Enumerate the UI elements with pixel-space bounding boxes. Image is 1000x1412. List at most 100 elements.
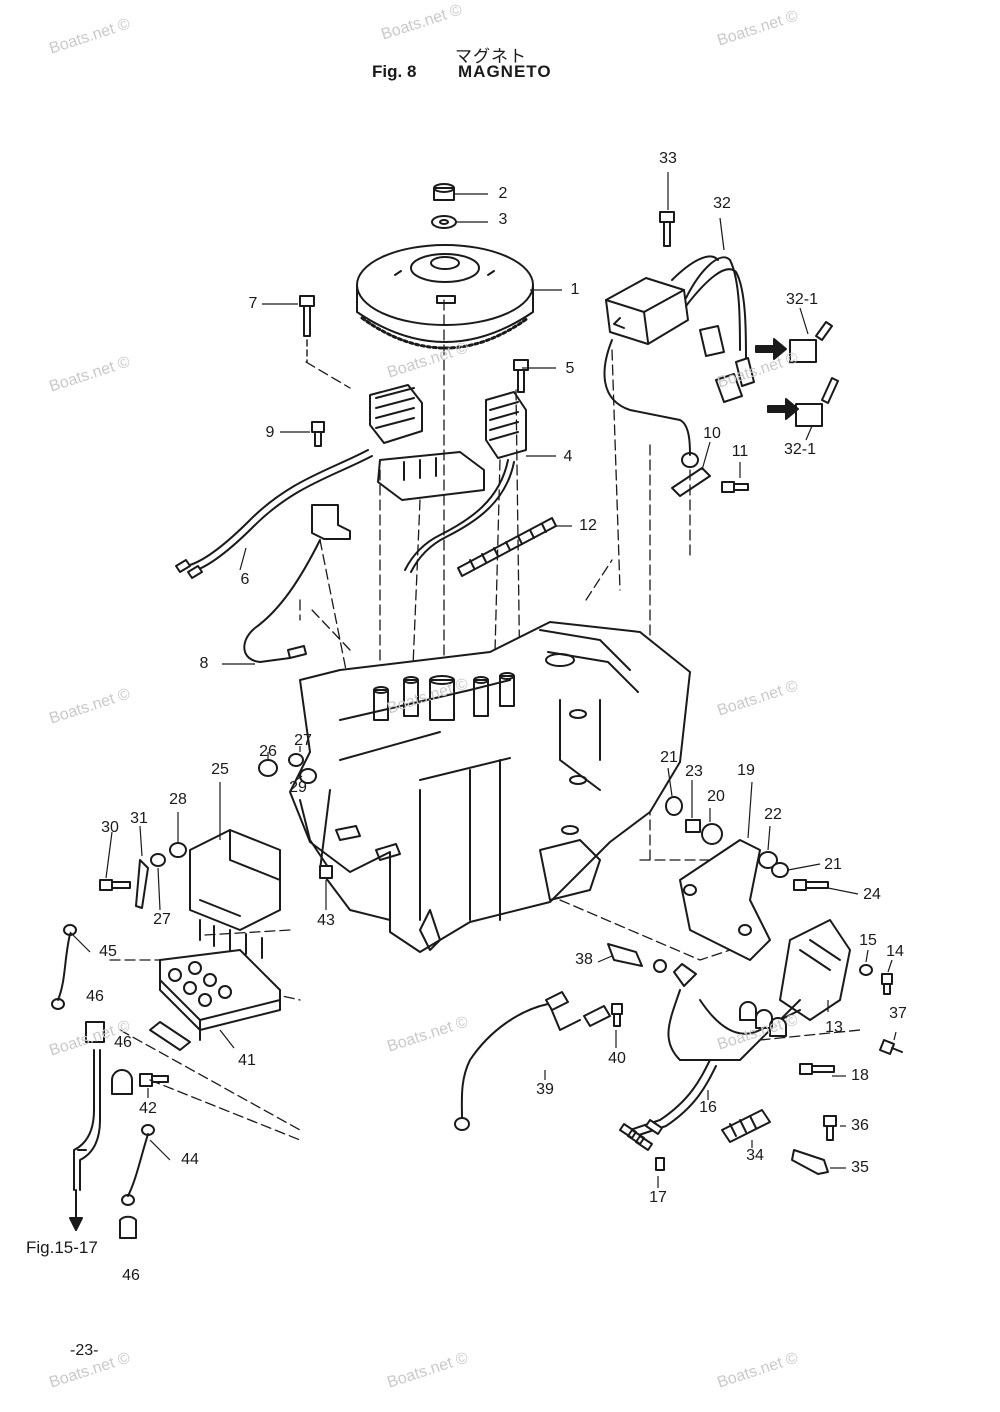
ground-plate-part	[671, 467, 711, 497]
ground-clip-part	[135, 859, 149, 909]
callout-26: 26	[259, 743, 277, 760]
callout-15: 15	[859, 932, 877, 949]
bolt-42-part	[139, 1073, 169, 1087]
figure-reference-label: Fig.15-17	[26, 1238, 98, 1257]
ground-plate-35-part	[791, 1149, 829, 1175]
bolt-33-part	[659, 211, 675, 247]
protector-tube-part	[457, 517, 557, 577]
callout-10: 10	[703, 425, 721, 442]
callout-8: 8	[199, 655, 209, 672]
callout-27b: 27	[153, 911, 171, 928]
callout-7: 7	[248, 295, 258, 312]
washer-15-part	[859, 964, 873, 976]
bracket-19-part	[679, 839, 771, 961]
callout-16: 16	[699, 1099, 717, 1116]
charge-coil-part	[369, 384, 485, 501]
nut-washer-set	[150, 753, 333, 879]
arrow-to-cap-upper	[755, 338, 787, 360]
bolt-7-part	[299, 295, 315, 337]
callout-39: 39	[536, 1081, 554, 1098]
callout-41: 41	[238, 1052, 256, 1069]
callout-32: 32	[713, 195, 731, 212]
callout-33: 33	[659, 150, 677, 167]
callout-12: 12	[579, 517, 597, 534]
callout-25: 25	[211, 761, 229, 778]
callout-19: 19	[737, 762, 755, 779]
callout-44: 44	[181, 1151, 199, 1168]
callout-6: 6	[240, 571, 250, 588]
callout-1: 1	[570, 281, 580, 298]
ground-lead-44	[127, 1133, 149, 1197]
callout-22: 22	[764, 806, 782, 823]
callout-38: 38	[575, 951, 593, 968]
flywheel-nut-part	[433, 183, 455, 201]
thermo-switch-part	[311, 504, 351, 540]
callout-40: 40	[608, 1050, 626, 1067]
powerhead-block	[289, 621, 691, 953]
callout-3: 3	[498, 211, 508, 228]
bolt-37-part	[879, 1039, 903, 1055]
bolt-5-part	[513, 359, 529, 393]
callout-32-1b: 32-1	[783, 441, 817, 458]
callout-46c: 46	[122, 1267, 140, 1284]
ground-lead-45	[57, 933, 71, 1001]
callout-4: 4	[563, 448, 573, 465]
callout-14: 14	[886, 943, 904, 960]
callout-31: 31	[130, 810, 148, 827]
bolt-9-part	[311, 421, 325, 447]
callout-46a: 46	[86, 988, 104, 1005]
figure-title: MAGNETO	[458, 62, 552, 81]
bolt-24-part	[793, 879, 829, 891]
bolt-30-part	[99, 879, 131, 891]
callout-2: 2	[498, 185, 508, 202]
bolt-36-part	[823, 1115, 837, 1141]
callout-46b: 46	[114, 1034, 132, 1051]
callout-42: 42	[139, 1100, 157, 1117]
callout-21a: 21	[660, 749, 678, 766]
callout-24: 24	[863, 886, 881, 903]
flywheel-part	[356, 244, 534, 350]
callout-5: 5	[565, 360, 575, 377]
callout-29: 29	[289, 779, 307, 796]
bracket-25-part	[189, 829, 281, 959]
callout-28: 28	[169, 791, 187, 808]
callout-21b: 21	[824, 856, 842, 873]
callout-34: 34	[746, 1147, 764, 1164]
callout-17: 17	[649, 1189, 667, 1206]
title-japanese: マグネト	[455, 47, 527, 67]
sensor-38-part	[607, 943, 667, 973]
callout-37: 37	[889, 1005, 907, 1022]
figure-number: Fig. 8	[372, 62, 417, 81]
callout-35: 35	[851, 1159, 869, 1176]
bolt-18-part	[799, 1063, 835, 1075]
cdi-unit-part	[149, 949, 281, 1051]
wire-39	[460, 1003, 549, 1119]
cap-46-part	[85, 1021, 105, 1043]
rectifier-part	[779, 919, 851, 1021]
callout-45: 45	[99, 943, 117, 960]
callout-18: 18	[851, 1067, 869, 1084]
harness-6-wire	[189, 449, 369, 566]
ignition-coil-lead	[685, 256, 741, 351]
callout-36: 36	[851, 1117, 869, 1134]
spark-plug-cap-part	[789, 321, 839, 427]
bolt-14-part	[881, 973, 893, 995]
callout-32-1a: 32-1	[785, 291, 819, 308]
callout-11: 11	[731, 443, 749, 460]
page-number: -23-	[70, 1342, 99, 1359]
wire-8	[243, 539, 321, 663]
pulser-coil-part	[485, 391, 527, 459]
callout-20: 20	[707, 788, 725, 805]
callout-9: 9	[265, 424, 275, 441]
callout-27a: 27	[294, 732, 312, 749]
callout-23: 23	[685, 763, 703, 780]
flywheel-washer-part	[431, 215, 457, 229]
callout-43: 43	[317, 912, 335, 929]
bolt-11-part	[721, 481, 749, 493]
callout-13: 13	[825, 1019, 843, 1036]
callout-30: 30	[101, 819, 119, 836]
ignition-coil-part	[605, 277, 689, 345]
grommet-set	[665, 796, 789, 878]
protector-tube-34-part	[721, 1109, 771, 1143]
